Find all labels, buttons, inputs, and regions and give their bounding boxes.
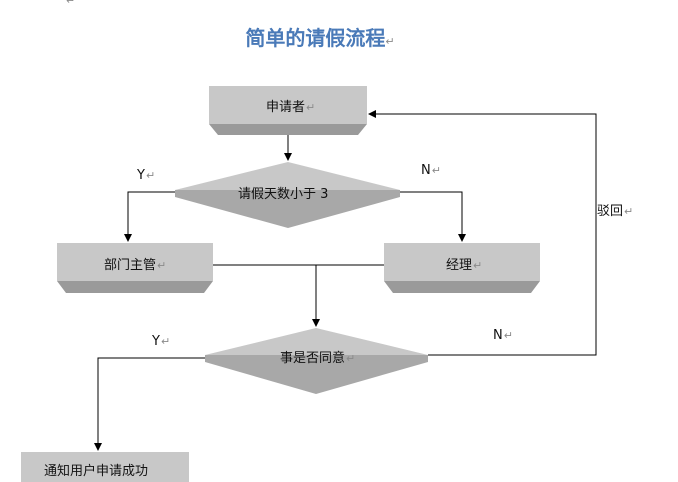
- edge-label-reject: 驳回↵: [597, 204, 634, 219]
- edge-label-no-right: N↵: [421, 163, 441, 178]
- agree-check-diamond: [205, 328, 428, 394]
- diagram-title: 简单的请假流程↵: [210, 22, 430, 51]
- dept-head-box: [57, 243, 213, 293]
- manager-label: 经理↵: [446, 258, 483, 273]
- dept-head-label: 部门主管↵: [104, 258, 167, 273]
- agree-check-label: 事是否同意↵: [280, 351, 356, 366]
- paragraph-mark-icon: ↵: [385, 35, 395, 48]
- arrow-agree-to-notify: [94, 357, 205, 451]
- arrow-check-to-manager: [400, 191, 466, 242]
- edge-label-yes-left: Y↵: [137, 168, 156, 183]
- arrow-check-to-dept: [124, 191, 175, 242]
- applicant-label: 申请者↵: [266, 100, 316, 115]
- notify-label: 通知用户申请成功: [44, 464, 149, 479]
- diagram-title-text: 简单的请假流程: [245, 26, 386, 50]
- applicant-box: [209, 86, 367, 135]
- notify-box: [21, 452, 189, 482]
- connectors: [94, 110, 597, 451]
- edge-label-yes-bottom: Y↵: [152, 334, 171, 349]
- days-check-label: 请假天数小于 3: [238, 187, 329, 202]
- paragraph-mark-icon: ↵: [66, 0, 76, 7]
- arrow-reject-to-applicant: [368, 110, 597, 356]
- manager-box: [384, 243, 540, 293]
- edge-label-no-bottom: N↵: [493, 328, 513, 343]
- days-check-diamond: [175, 162, 400, 228]
